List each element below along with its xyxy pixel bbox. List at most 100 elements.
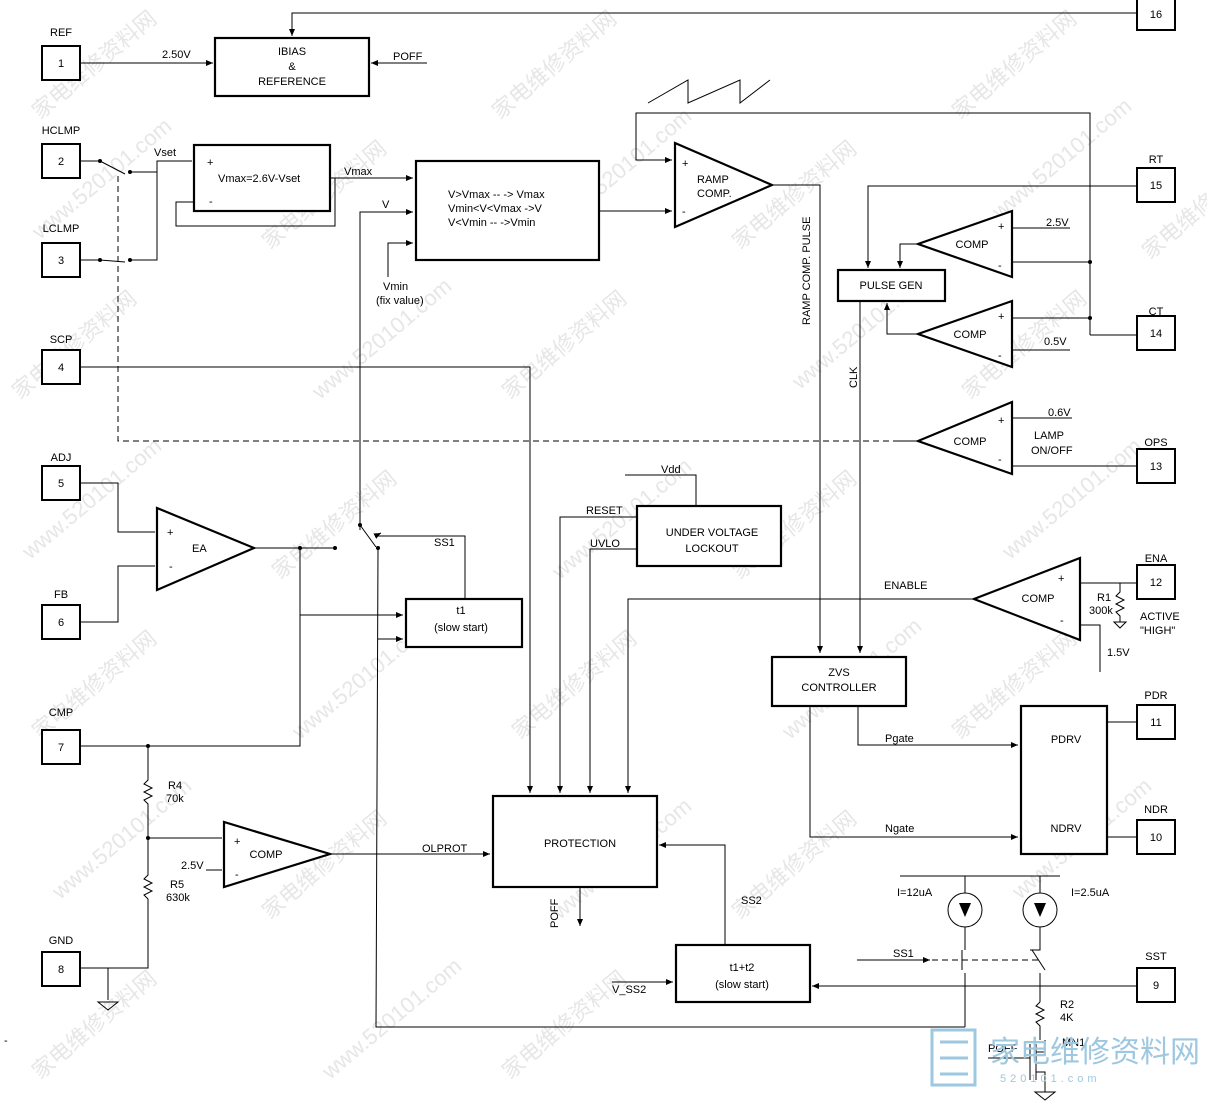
pin-number: 5 bbox=[58, 478, 64, 490]
watermark-text: www.520101.com bbox=[316, 953, 466, 1084]
svg-text:PULSE GEN: PULSE GEN bbox=[860, 280, 923, 292]
svg-text:-: - bbox=[209, 196, 213, 208]
watermark-text: 家电维修资料网 bbox=[1137, 146, 1207, 264]
active-label: ACTIVE bbox=[1140, 611, 1180, 623]
error-amplifier: + - EA bbox=[155, 506, 257, 592]
ramp-comp-pulse-label: RAMP COMP. PULSE bbox=[801, 217, 813, 325]
svg-text:Vmax=2.6V-Vset: Vmax=2.6V-Vset bbox=[218, 173, 300, 185]
lamp-onoff-label: ON/OFF bbox=[1031, 445, 1073, 457]
pin-number: 13 bbox=[1150, 461, 1162, 473]
svg-text:COMP.: COMP. bbox=[697, 188, 732, 200]
pin-9: SST 9 bbox=[1136, 951, 1176, 1003]
ground-icon bbox=[1033, 1091, 1057, 1101]
svg-text:-: - bbox=[682, 206, 686, 218]
pin-number: 1 bbox=[58, 58, 64, 70]
svg-text:CONTROLLER: CONTROLLER bbox=[801, 682, 876, 694]
svg-text:-: - bbox=[169, 561, 173, 573]
pin-label: HCLMP bbox=[42, 125, 81, 137]
pin-number: 14 bbox=[1150, 328, 1162, 340]
r5-value: 630k bbox=[166, 892, 190, 904]
svg-text:UNDER VOLTAGE: UNDER VOLTAGE bbox=[666, 527, 759, 539]
svg-text:COMP: COMP bbox=[250, 849, 283, 861]
r2-label: R2 bbox=[1060, 999, 1074, 1011]
svg-text:EA: EA bbox=[192, 543, 207, 555]
svg-text:COMP: COMP bbox=[956, 239, 989, 251]
pin-5: ADJ 5 bbox=[41, 452, 81, 501]
svg-text:(slow start): (slow start) bbox=[434, 622, 488, 634]
svg-text:-: - bbox=[998, 350, 1002, 362]
pin-label: GND bbox=[49, 935, 74, 947]
ref-2p5v-olp-label: 2.5V bbox=[181, 860, 204, 872]
sawtooth-icon bbox=[647, 79, 771, 105]
r5-label: R5 bbox=[170, 879, 184, 891]
ngate-label: Ngate bbox=[885, 823, 914, 835]
pgate-label: Pgate bbox=[885, 733, 914, 745]
svg-text:t1: t1 bbox=[456, 605, 465, 617]
watermark-text: www.520101.com bbox=[306, 273, 456, 404]
enable-label: ENABLE bbox=[884, 580, 927, 592]
svg-text:RAMP: RAMP bbox=[697, 174, 729, 186]
watermark-text: 家电维修资料网 bbox=[947, 6, 1081, 124]
svg-text:+: + bbox=[167, 527, 173, 539]
ss1-label: SS1 bbox=[434, 537, 455, 549]
comparator-ena: COMP + - bbox=[970, 556, 1082, 642]
pin-label: SST bbox=[1145, 951, 1167, 963]
pin-number: 9 bbox=[1153, 980, 1159, 992]
watermark-text: 家电维修资料网 bbox=[267, 466, 401, 584]
r4-value: 70k bbox=[166, 793, 184, 805]
v-ss2-label: V_SS2 bbox=[612, 984, 646, 996]
pin-8: GND 8 bbox=[41, 935, 81, 987]
ref-voltage-label: 2.50V bbox=[162, 49, 191, 61]
pin-label: PDR bbox=[1144, 690, 1167, 702]
poff-label: POFF bbox=[393, 51, 423, 63]
stray-mark: - bbox=[4, 1035, 8, 1047]
svg-text:V<Vmin -- ->Vmin: V<Vmin -- ->Vmin bbox=[448, 217, 535, 229]
svg-text:ZVS: ZVS bbox=[828, 667, 849, 679]
ref-1p5v-label: 1.5V bbox=[1107, 647, 1130, 659]
vmax-calc-block: + - Vmax=2.6V-Vset bbox=[192, 143, 332, 213]
r1-label: R1 bbox=[1097, 592, 1111, 604]
ss2-label: SS2 bbox=[741, 895, 762, 907]
pin-label: ADJ bbox=[51, 452, 72, 464]
pin-6: FB 6 bbox=[41, 589, 81, 640]
ground-icon bbox=[96, 1001, 120, 1011]
pin-15: RT 15 bbox=[1136, 154, 1176, 203]
reset-label: RESET bbox=[586, 505, 623, 517]
ss1-bottom-label: SS1 bbox=[893, 948, 914, 960]
lamp-label: LAMP bbox=[1034, 430, 1064, 442]
pin-label: RT bbox=[1149, 154, 1164, 166]
watermark-text: 家电维修资料网 bbox=[27, 626, 161, 744]
svg-text:IBIAS: IBIAS bbox=[278, 46, 306, 58]
svg-text:COMP: COMP bbox=[1022, 593, 1055, 605]
svg-text:t1+t2: t1+t2 bbox=[730, 962, 755, 974]
pin-16: 16 bbox=[1136, 0, 1176, 31]
pin-4: SCP 4 bbox=[41, 334, 81, 385]
svg-text:-: - bbox=[998, 454, 1002, 466]
pin-label: FB bbox=[54, 589, 68, 601]
vmin-label: Vmin bbox=[383, 281, 408, 293]
pin-number: 6 bbox=[58, 617, 64, 629]
clamp-block: V>Vmax -- -> Vmax Vmin<V<Vmax ->V V<Vmin… bbox=[414, 159, 601, 262]
pin-number: 7 bbox=[58, 742, 64, 754]
pin-11: PDR 11 bbox=[1136, 690, 1176, 740]
vset-label: Vset bbox=[154, 147, 176, 159]
mn1-label: MN1 bbox=[1062, 1037, 1085, 1049]
pin-number: 12 bbox=[1150, 577, 1162, 589]
site-logo: 家电维修资料网 520101.com bbox=[930, 1028, 1200, 1087]
vmin-fix-label: (fix value) bbox=[376, 295, 424, 307]
ibias-reference-block: IBIAS & REFERENCE bbox=[213, 36, 371, 98]
comparator-ops: COMP + - bbox=[914, 400, 1014, 476]
poff-mn1-label: POFF bbox=[988, 1043, 1018, 1055]
svg-text:(slow start): (slow start) bbox=[715, 979, 769, 991]
t1-slow-start-block: t1 (slow start) bbox=[404, 597, 524, 649]
svg-text:+: + bbox=[998, 311, 1004, 323]
watermark-text: 家电维修资料网 bbox=[487, 6, 621, 124]
pin-10: NDR 10 bbox=[1136, 804, 1176, 855]
pin-2: HCLMP 2 bbox=[41, 125, 81, 179]
svg-text:PROTECTION: PROTECTION bbox=[544, 838, 616, 850]
svg-text:Vmin<V<Vmax ->V: Vmin<V<Vmax ->V bbox=[448, 203, 543, 215]
svg-text:-: - bbox=[998, 260, 1002, 272]
watermark-text: 家电维修资料网 bbox=[7, 286, 141, 404]
pin-label: ENA bbox=[1145, 553, 1168, 565]
